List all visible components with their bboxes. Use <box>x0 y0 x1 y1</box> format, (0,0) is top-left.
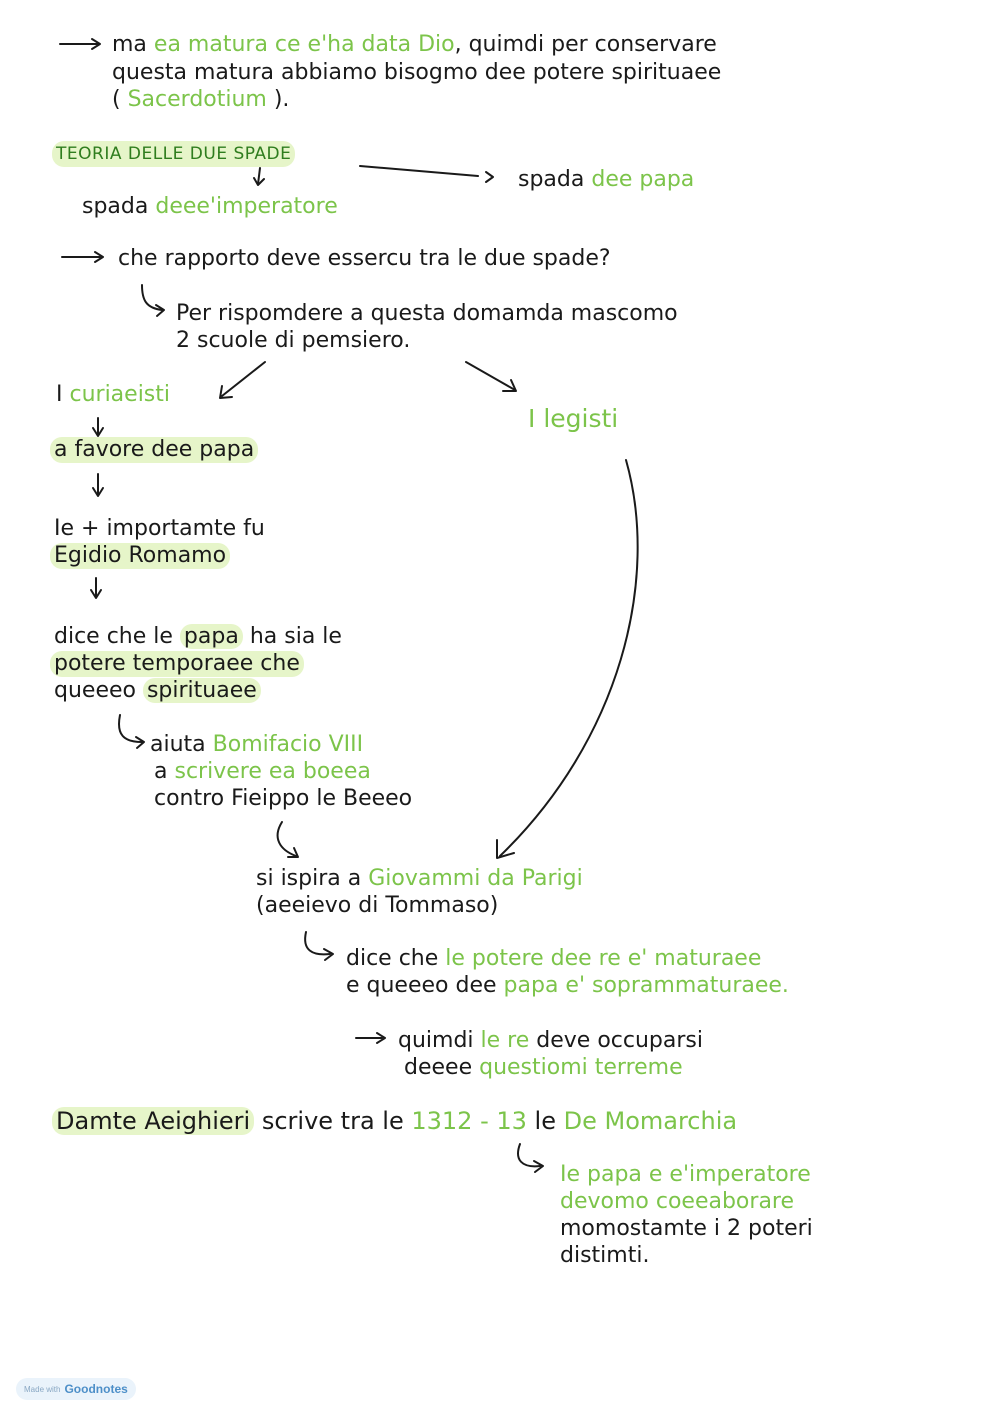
intro-text: ma <box>112 32 154 57</box>
dante-name: Damte Aeighieri <box>52 1107 255 1135</box>
sacerdotium: Sacerdotium <box>127 87 267 112</box>
spirituale-highlight: spirituaee <box>142 678 261 703</box>
dice-text-post: ha sia le <box>242 624 342 649</box>
importante-line: Ie + importamte fu <box>54 516 265 541</box>
aiuta2-text: a <box>154 759 175 784</box>
potere-re-naturale: le potere dee re e' maturaee <box>445 946 762 971</box>
dice3-text: queeeo <box>54 678 143 703</box>
spada-label: spada <box>518 167 592 192</box>
dante-line: Damte Aeighieri scrive tra le 1312 - 13 … <box>52 1107 738 1135</box>
aiuta-line-1: aiuta Bomifacio VIII <box>150 732 363 758</box>
arrow-intro-head <box>91 38 101 50</box>
occuparsi-text: deve occuparsi <box>529 1028 703 1053</box>
curialisti-title: I curiaeisti <box>56 382 170 408</box>
dante-c2: devomo coeeaborare <box>560 1189 795 1214</box>
quello-del: e queeeo dee <box>346 973 504 998</box>
aiuta-line-3: contro Fieippo le Beeeo <box>154 786 413 811</box>
dice-che: dice che <box>346 946 446 971</box>
giovanni-parigi: Giovammi da Parigi <box>368 866 583 891</box>
bonifacio: Bomifacio VIII <box>212 732 364 757</box>
questioni-terrene: questiomi terreme <box>479 1055 683 1080</box>
dante-c3: momostamte i 2 poteri <box>560 1216 813 1241</box>
quindi-text: quimdi <box>398 1028 481 1053</box>
papa-label: dee papa <box>591 167 695 192</box>
answer-line-1: Per rispomdere a questa domamda mascomo <box>176 301 678 326</box>
dice-line-1: dice che le papa ha sia le <box>54 624 342 650</box>
intro-green: ea matura ce e'ha data Dio <box>153 32 455 57</box>
dice-text: dice che le <box>54 624 180 649</box>
arrow-answer <box>141 284 163 311</box>
papa-highlight: papa <box>179 624 243 649</box>
scrivere-bolla: scrivere ea boeea <box>174 759 371 784</box>
ispira-text: si ispira a <box>256 866 369 891</box>
aiuta-text: aiuta <box>150 732 213 757</box>
goodnotes-logo: Goodnotes <box>64 1382 128 1396</box>
dante-c1: Ie papa e e'imperatore <box>560 1162 811 1187</box>
scrive-tra: scrive tra le <box>254 1107 412 1135</box>
intro-line-2: questa matura abbiamo bisogmo dee potere… <box>112 60 722 85</box>
curialisti-prefix: I <box>56 382 70 407</box>
giovanni-line-2: (aeeievo di Tommaso) <box>256 893 499 918</box>
intro-text-post: , quimdi per conservare <box>454 32 717 57</box>
delle-text: deeee <box>404 1055 480 1080</box>
dice-line-3: queeeo spirituaee <box>54 678 261 704</box>
dante-c4: distimti. <box>560 1243 650 1268</box>
spada-imperatore: spada deee'imperatore <box>82 194 338 220</box>
spada-papa: spada dee papa <box>518 167 694 193</box>
giovanni-dice-2: e queeeo dee papa e' soprammaturaee. <box>346 973 789 999</box>
arrow-to-giovanni <box>276 821 297 857</box>
question: che rapporto deve essercu tra le due spa… <box>118 246 611 271</box>
quindi-line-2: deeee questiomi terreme <box>404 1055 683 1081</box>
le-text: le <box>526 1107 564 1135</box>
imperatore-label: deee'imperatore <box>155 194 338 219</box>
giovanni-dice-1: dice che le potere dee re e' maturaee <box>346 946 761 972</box>
arrow-to-curialisti <box>221 361 266 397</box>
arrow-teoria-right <box>359 165 479 177</box>
curialisti-word: curiaeisti <box>69 382 171 407</box>
paren-close: ). <box>266 87 290 112</box>
arrow-aiuta <box>118 714 143 743</box>
legisti-title: I legisti <box>528 404 619 433</box>
arrow-dante <box>517 1143 541 1168</box>
paren-open: ( <box>112 87 128 112</box>
made-with-text: Made with <box>24 1384 61 1394</box>
arrow-giovanni-dice <box>304 931 331 956</box>
dice-line-2: potere temporaee che <box>50 651 304 677</box>
papa-soprannaturale: papa e' soprammaturaee. <box>503 973 789 998</box>
goodnotes-badge: Made with Goodnotes <box>16 1378 136 1400</box>
arrow-to-legisti <box>465 361 516 391</box>
arrow-legisti-curve <box>499 459 639 857</box>
le-re: le re <box>480 1028 530 1053</box>
answer-line-2: 2 scuole di pemsiero. <box>176 328 411 353</box>
giovanni-line-1: si ispira a Giovammi da Parigi <box>256 866 583 892</box>
intro-line-1: ma ea matura ce e'ha data Dio, quimdi pe… <box>112 32 717 58</box>
egidio-romano: Egidio Romamo <box>50 543 231 569</box>
intro-line-3: ( Sacerdotium ). <box>112 87 289 113</box>
teoria-title: TEORIA DELLE DUE SPADE <box>52 141 296 167</box>
spada-label: spada <box>82 194 156 219</box>
aiuta-line-2: a scrivere ea boeea <box>154 759 371 785</box>
arrow-teoria-down <box>257 167 261 185</box>
dante-years: 1312 - 13 <box>411 1107 527 1135</box>
a-favore-papa: a favore dee papa <box>50 437 259 463</box>
de-monarchia: De Momarchia <box>563 1107 738 1135</box>
quindi-line-1: quimdi le re deve occuparsi <box>398 1028 703 1054</box>
